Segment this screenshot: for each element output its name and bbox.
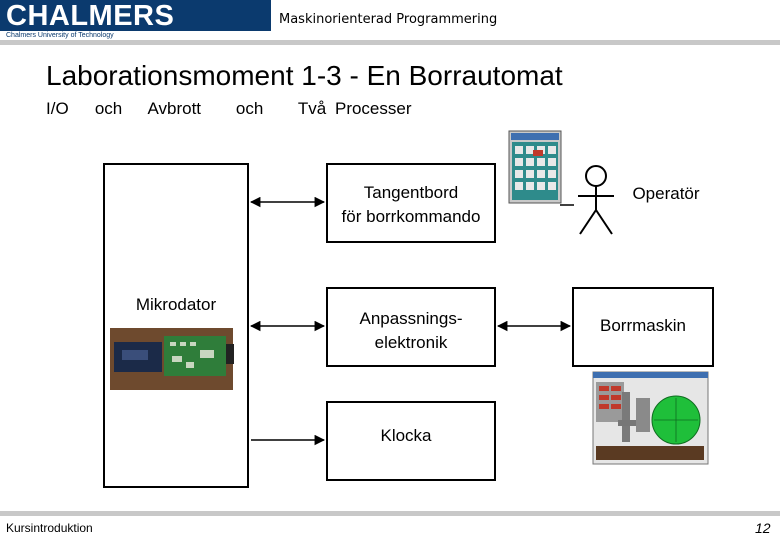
chalmers-logo-subtitle: Chalmers University of Technology: [6, 32, 114, 39]
drill-label: Borrmaskin: [600, 316, 686, 335]
slide-title: Laborationsmoment 1-3 - En Borrautomat: [46, 60, 563, 91]
footer-section: Kursintroduktion: [6, 521, 93, 535]
clock-label: Klocka: [380, 426, 432, 445]
drill-box: [572, 287, 714, 367]
interface-label-line1: Anpassnings-: [359, 309, 463, 328]
operator-label: Operatör: [632, 184, 700, 203]
footer-rule: [0, 511, 780, 516]
page-number: 12: [755, 520, 771, 536]
operator-figure: [578, 165, 614, 235]
header-rule: [0, 40, 780, 45]
keypad-picture: [508, 130, 562, 204]
microcomputer-photo: [110, 328, 234, 390]
microcomputer-box: [103, 163, 249, 488]
keyboard-box: [326, 163, 496, 243]
interface-label-line2: elektronik: [374, 333, 448, 352]
chalmers-logo: CHALMERS: [6, 0, 175, 32]
drill-machine-picture: [592, 371, 709, 465]
keyboard-label-line1: Tangentbord: [363, 183, 459, 202]
interface-box: [326, 287, 496, 367]
microcomputer-label: Mikrodator: [135, 295, 217, 314]
clock-box: [326, 401, 496, 481]
course-title: Maskinorienterad Programmering: [279, 12, 498, 27]
chalmers-logo-banner: [0, 0, 271, 31]
slide-subtitle: I/O och Avbrott och Två Processer: [46, 99, 412, 118]
keyboard-label-line2: för borrkommando: [341, 207, 481, 226]
